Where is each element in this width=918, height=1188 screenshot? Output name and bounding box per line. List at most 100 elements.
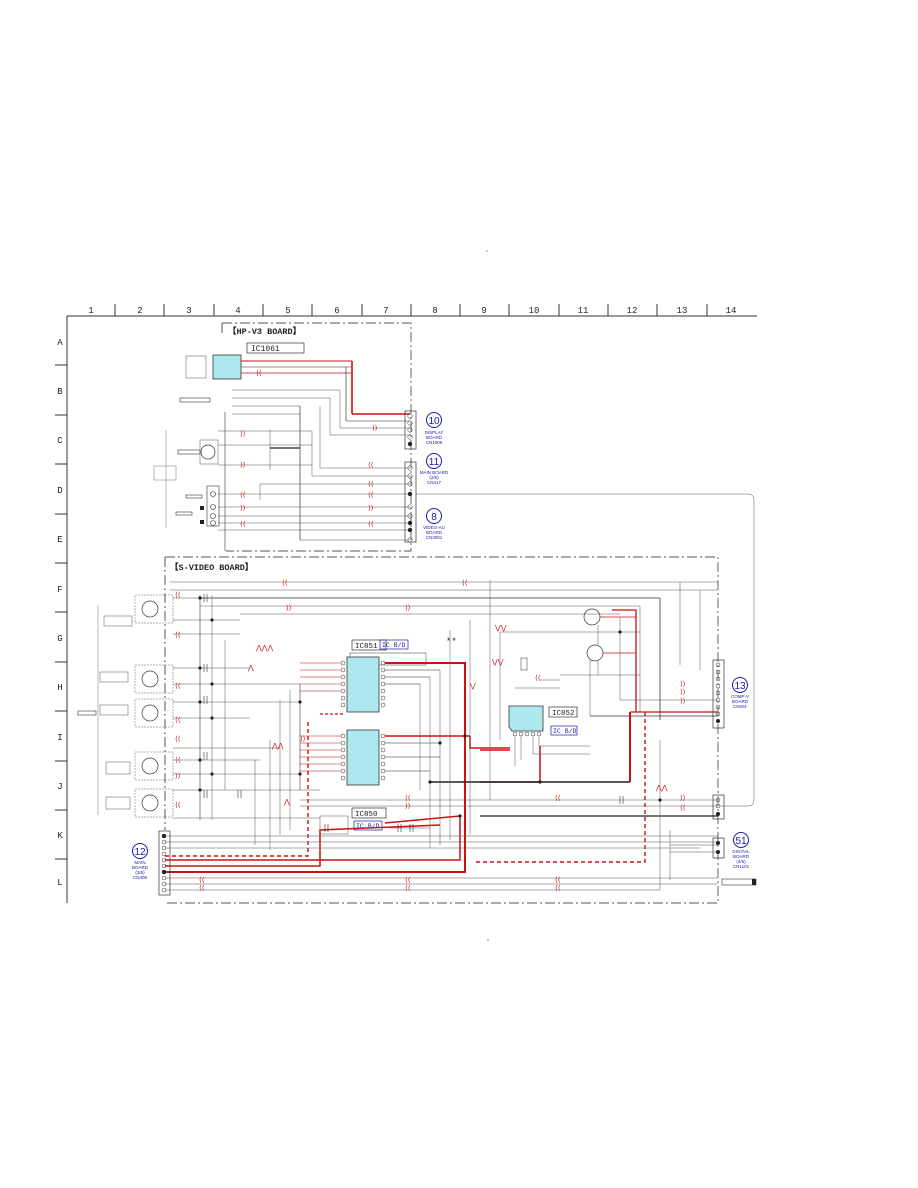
svg-text:⟨⟨: ⟨⟨ bbox=[368, 461, 374, 469]
connector-10-label-3: CN1006 bbox=[426, 440, 443, 445]
svg-text:⟨⟨: ⟨⟨ bbox=[199, 884, 205, 892]
connector-8-label-1: VIDEO-AU bbox=[423, 525, 445, 530]
svg-text:⟩⟩: ⟩⟩ bbox=[175, 772, 181, 780]
connector-12: 12 MAIN BOARD (3/6) CN408 bbox=[132, 843, 149, 880]
svg-text:⟨⟨: ⟨⟨ bbox=[175, 591, 181, 599]
ic851-label-box bbox=[351, 639, 387, 651]
svg-text:⟩⟩: ⟩⟩ bbox=[680, 680, 686, 688]
svg-text:⟨⟨: ⟨⟨ bbox=[680, 804, 686, 812]
row-label-k: K bbox=[57, 831, 63, 841]
svg-text:**: ** bbox=[446, 637, 457, 647]
connector-51-label-3: (4/6) bbox=[736, 859, 746, 864]
svg-text:⟨⟨: ⟨⟨ bbox=[462, 579, 468, 587]
grid-column-header: 1 2 3 4 5 6 7 8 9 10 11 12 13 14 bbox=[67, 304, 757, 317]
svg-text:⟨⟨: ⟨⟨ bbox=[405, 794, 411, 802]
row-label-b: B bbox=[57, 387, 63, 397]
connector-12-label-1: MAIN bbox=[134, 860, 145, 865]
s-video-board: 【S-VIDEO BOARD】 bbox=[77, 556, 757, 904]
svg-text:⟩⟩: ⟩⟩ bbox=[680, 697, 686, 705]
ic852-badge: IC B/D bbox=[553, 728, 577, 735]
row-label-g: G bbox=[57, 634, 62, 644]
connector-13-label-2: BOARD bbox=[732, 699, 749, 704]
connector-8-label-3: CN3001 bbox=[426, 535, 443, 540]
svg-text:⟨⟨: ⟨⟨ bbox=[175, 801, 181, 809]
col-label-13: 13 bbox=[677, 306, 688, 316]
svg-text:⟩⟩: ⟩⟩ bbox=[680, 794, 686, 802]
connector-10-number: 10 bbox=[428, 416, 440, 427]
svg-text:⋁⋁: ⋁⋁ bbox=[494, 624, 507, 632]
connector-11-label-1: MAIN BOARD bbox=[420, 470, 449, 475]
ic852-label-box bbox=[548, 706, 578, 718]
ic1061-inset bbox=[185, 355, 207, 379]
svg-text:⋁: ⋁ bbox=[469, 682, 476, 690]
svg-text:⟨⟨: ⟨⟨ bbox=[555, 884, 561, 892]
col-label-11: 11 bbox=[578, 306, 589, 316]
svg-text:⋀: ⋀ bbox=[283, 798, 290, 806]
col-label-8: 8 bbox=[432, 306, 437, 316]
ic851-badge: IC B/D bbox=[382, 642, 406, 649]
row-label-h: H bbox=[57, 683, 62, 693]
ic1061-chip bbox=[212, 354, 242, 380]
svg-text:⟨⟨: ⟨⟨ bbox=[368, 520, 374, 528]
svg-text:⟨⟨: ⟨⟨ bbox=[405, 884, 411, 892]
connector-12-label-3: (3/6) bbox=[135, 870, 145, 875]
connector-10: 10 DISPLAY BOARD CN1006 bbox=[425, 412, 444, 445]
grid-row-header: A B C D E F G H I J K L bbox=[55, 316, 68, 903]
connector-13-label-3: CN001 bbox=[733, 704, 748, 709]
connector-51-number: 51 bbox=[735, 836, 747, 847]
connector-13: 13 COMP-V BOARD CN001 bbox=[731, 677, 749, 709]
hp-v3-board: 【HP-V3 BOARD】 IC1061 bbox=[153, 322, 755, 807]
ic852-chip bbox=[508, 705, 544, 732]
svg-text:⟨⟨: ⟨⟨ bbox=[405, 876, 411, 884]
ic850-badge: IC B/D bbox=[356, 823, 380, 830]
s-video-board-title: 【S-VIDEO BOARD】 bbox=[170, 562, 253, 573]
svg-text:⟩⟩: ⟩⟩ bbox=[300, 735, 306, 743]
col-label-6: 6 bbox=[334, 306, 339, 316]
svg-text:⟨⟨: ⟨⟨ bbox=[256, 369, 262, 377]
connector-13-number: 13 bbox=[734, 681, 746, 692]
svg-text:⟩⟩: ⟩⟩ bbox=[680, 688, 686, 696]
connector-51: 51 DIGITAL BOARD (4/6) CN1101 bbox=[732, 832, 750, 869]
col-label-12: 12 bbox=[627, 306, 638, 316]
svg-text:⋀⋀: ⋀⋀ bbox=[271, 742, 284, 750]
connector-12-label-2: BOARD bbox=[132, 865, 149, 870]
svg-text:⟨⟨: ⟨⟨ bbox=[175, 756, 181, 764]
svg-text:⟩⟩: ⟩⟩ bbox=[372, 424, 378, 432]
svg-text:⟨⟨: ⟨⟨ bbox=[175, 631, 181, 639]
ic1061-label-box bbox=[246, 342, 305, 354]
connector-11-label-3: CN417 bbox=[427, 480, 442, 485]
svg-text:⟨⟨: ⟨⟨ bbox=[240, 491, 246, 499]
connector-10-label-2: BOARD bbox=[426, 435, 443, 440]
connector-12-number: 12 bbox=[134, 847, 146, 858]
connector-51-label-1: DIGITAL bbox=[732, 849, 750, 854]
row-label-c: C bbox=[57, 436, 63, 446]
svg-text:⟨⟨: ⟨⟨ bbox=[175, 735, 181, 743]
connector-11: 11 MAIN BOARD (2/6) CN417 bbox=[420, 453, 449, 485]
svg-text:⟩⟩: ⟩⟩ bbox=[368, 504, 374, 512]
ic850-label: IC850 bbox=[355, 811, 378, 819]
row-label-f: F bbox=[57, 585, 62, 595]
col-label-14: 14 bbox=[726, 306, 737, 316]
row-label-l: L bbox=[57, 878, 62, 888]
ic850-label-box bbox=[351, 807, 387, 819]
row-label-e: E bbox=[57, 535, 62, 545]
col-label-5: 5 bbox=[285, 306, 290, 316]
col-label-3: 3 bbox=[186, 306, 191, 316]
ic851-chip bbox=[346, 656, 380, 713]
ic852-label: IC852 bbox=[552, 710, 575, 718]
svg-text:⟨⟨: ⟨⟨ bbox=[199, 876, 205, 884]
col-label-4: 4 bbox=[235, 306, 240, 316]
connector-11-label-2: (2/6) bbox=[429, 475, 439, 480]
svg-text:⟨⟨: ⟨⟨ bbox=[535, 674, 541, 682]
connector-8: 8 VIDEO-AU BOARD CN3001 bbox=[423, 508, 445, 540]
svg-text:⟨⟨: ⟨⟨ bbox=[555, 876, 561, 884]
ic851-label: IC851 bbox=[355, 643, 378, 651]
svg-text:⟩⟩: ⟩⟩ bbox=[240, 430, 246, 438]
svg-text:⟨⟨: ⟨⟨ bbox=[555, 794, 561, 802]
col-label-7: 7 bbox=[383, 306, 388, 316]
connector-10-label-1: DISPLAY bbox=[425, 430, 444, 435]
connector-12-label-4: CN408 bbox=[133, 875, 148, 880]
row-label-a: A bbox=[57, 338, 63, 348]
svg-text:⟩⟩: ⟩⟩ bbox=[405, 604, 411, 612]
